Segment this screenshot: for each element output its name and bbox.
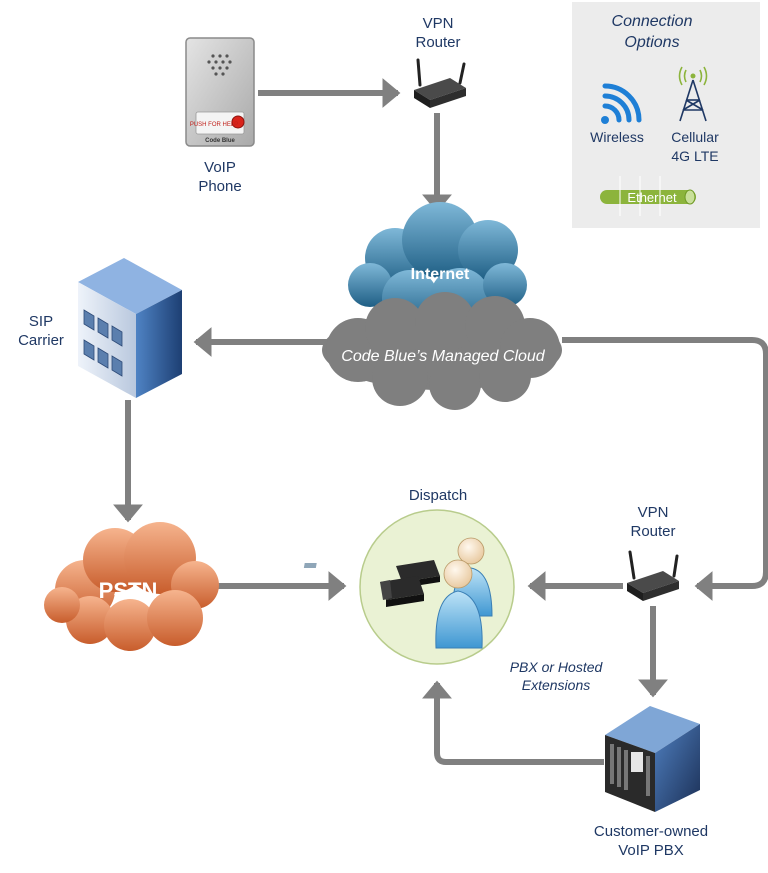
vpn-router-top-icon (414, 58, 466, 108)
desk-phone-icon (380, 576, 424, 607)
internet-label: Internet (411, 266, 470, 283)
vpn-router-bottom-label: VPN Router (630, 504, 676, 540)
pstn-label: PSTN (99, 578, 158, 603)
dispatch-icon (303, 509, 515, 665)
managed-cloud-label: Code Blue’s Managed Cloud (341, 348, 546, 365)
sip-carrier-label: SIP Carrier (18, 313, 64, 349)
voip-phone-label: VoIP Phone (198, 159, 242, 195)
pbx-server-icon (605, 706, 700, 812)
voip-phone-icon: PUSH FOR HELP Code Blue (185, 37, 255, 147)
arrow-cloud-to-vpn-router-bottom (562, 337, 768, 601)
pstn-cloud-icon (44, 522, 219, 651)
cellular-label: Cellular 4G LTE (671, 129, 719, 164)
ethernet-label: Ethernet (627, 190, 677, 205)
cell-tower-icon (678, 66, 708, 122)
customer-pbx-label: Customer-owned VoIP PBX (593, 823, 709, 859)
arrow-pbx-to-dispatch (422, 680, 604, 765)
phone-panel-label: PUSH FOR HELP (190, 122, 238, 128)
sip-carrier-building-icon (78, 258, 182, 398)
wireless-label: Wireless (590, 129, 644, 145)
wifi-icon (601, 83, 642, 124)
desk-phone-icon (303, 560, 440, 588)
vpn-router-bottom-icon (627, 550, 679, 601)
ethernet-cable-icon (600, 176, 696, 216)
connectors (113, 78, 768, 765)
dispatch-label: Dispatch (408, 487, 468, 504)
vpn-router-top-label: VPN Router (415, 15, 461, 51)
connection-options-title: Connection Options (611, 13, 693, 51)
phone-brand-label: Code Blue (205, 138, 235, 144)
managed-cloud-icon (322, 292, 562, 410)
pbx-or-hosted-label: PBX or Hosted Extensions (509, 659, 603, 693)
